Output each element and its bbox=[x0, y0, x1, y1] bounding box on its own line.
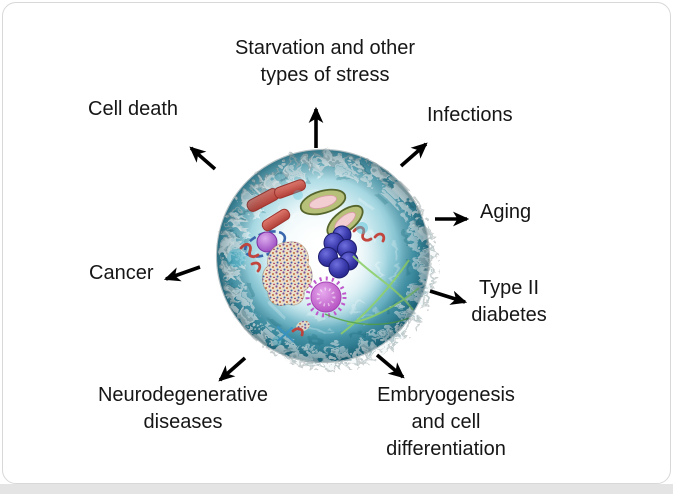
label-type2-line2: diabetes bbox=[471, 304, 547, 326]
cell-outline bbox=[215, 148, 431, 364]
label-neurodegenerative-line2: diseases bbox=[143, 411, 223, 433]
label-neurodegenerative-line1: Neurodegenerative bbox=[97, 384, 269, 406]
label-starvation-line2: types of stress bbox=[260, 64, 390, 86]
label-embryogenesis: Embryogenesis and cell differentiation bbox=[366, 382, 526, 463]
label-embryogenesis-line2: and cell bbox=[411, 411, 481, 433]
cell-edge-shading bbox=[217, 150, 429, 362]
arrow-cancer bbox=[163, 265, 201, 282]
label-aging: Aging bbox=[480, 201, 532, 223]
label-embryogenesis-line3: differentiation bbox=[386, 438, 506, 460]
label-type2-diabetes: Type II diabetes bbox=[449, 275, 569, 329]
label-infections: Infections bbox=[427, 104, 513, 126]
label-embryogenesis-line1: Embryogenesis bbox=[377, 384, 515, 406]
label-starvation: Starvation and other types of stress bbox=[195, 35, 455, 89]
diagram-card: Starvation and other types of stress Cel… bbox=[2, 2, 671, 484]
label-cancer: Cancer bbox=[89, 262, 154, 284]
page-bottom-strip bbox=[0, 484, 673, 494]
cell-illustration bbox=[215, 148, 431, 364]
label-neurodegenerative: Neurodegenerative diseases bbox=[93, 382, 273, 436]
label-starvation-line1: Starvation and other bbox=[234, 37, 416, 59]
label-type2-line1: Type II bbox=[478, 277, 540, 299]
label-cell-death: Cell death bbox=[88, 98, 179, 120]
